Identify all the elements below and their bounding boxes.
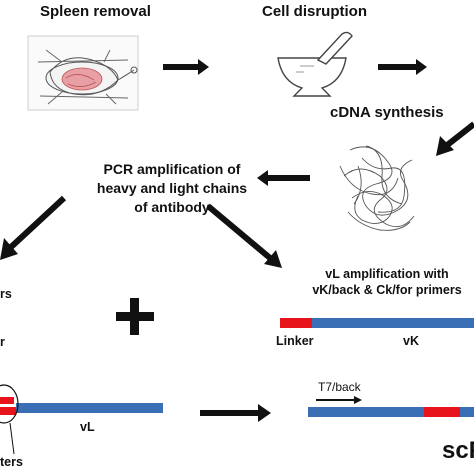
left-primers-bottom-fragment: ters — [0, 455, 23, 469]
arrow-spleen-to-disruption — [163, 59, 209, 75]
scfv-strand — [308, 407, 474, 417]
arrow-to-cdna-synthesis — [436, 121, 474, 156]
linker-label: Linker — [276, 334, 314, 348]
dissected-mouse-icon — [27, 35, 139, 111]
primer-circle — [0, 384, 19, 424]
arrow-t7-back-primer — [316, 396, 362, 404]
step-cell-disruption: Cell disruption — [262, 3, 367, 20]
scfv-linker-segment — [424, 407, 460, 417]
left-vl-label: vL — [80, 420, 95, 434]
plus-sign — [116, 298, 154, 335]
arrow-pcr-to-vl — [206, 203, 282, 268]
pcr-line-1: PCR amplification of — [103, 161, 241, 177]
scfv-vl-segment — [460, 407, 474, 417]
flow-arrows — [0, 59, 474, 422]
left-linker-end-bottom — [0, 407, 16, 415]
pcr-amplification-label: PCR amplification of heavy and light cha… — [72, 160, 272, 217]
mortar-pestle-icon — [277, 31, 353, 97]
left-vl-segment — [16, 403, 163, 413]
cdna-strand-icon — [339, 145, 415, 231]
arrow-assembly — [200, 404, 271, 422]
arrow-pcr-to-vh — [0, 195, 67, 260]
scfv-vh-segment — [308, 407, 424, 417]
vl-amplification-label: vL amplification with vK/back & Ck/for p… — [300, 266, 474, 298]
vl-amp-line-2: vK/back & Ck/for primers — [312, 283, 462, 297]
vk-label: vK — [403, 334, 419, 348]
arrow-cdna-to-pcr — [257, 170, 310, 186]
pcr-line-2: heavy and light chains — [96, 180, 248, 196]
left-linker-fragment: r — [0, 335, 5, 349]
pcr-line-3: of antibody — [134, 199, 210, 215]
left-linker-end-top — [0, 397, 14, 404]
left-vl-strand — [0, 384, 163, 455]
step-cdna-synthesis: cDNA synthesis — [330, 104, 444, 121]
scfv-fragment-label: scF — [442, 437, 474, 464]
vk-segment — [312, 318, 474, 328]
vl-linker-strand — [280, 318, 474, 328]
t7-back-label: T7/back — [318, 380, 361, 394]
step-spleen-removal: Spleen removal — [40, 3, 151, 20]
arrow-disruption-to-cdna — [378, 59, 427, 75]
linker-segment — [280, 318, 312, 328]
left-primers-fragment: rs — [0, 287, 12, 301]
vl-amp-line-1: vL amplification with — [325, 267, 449, 281]
